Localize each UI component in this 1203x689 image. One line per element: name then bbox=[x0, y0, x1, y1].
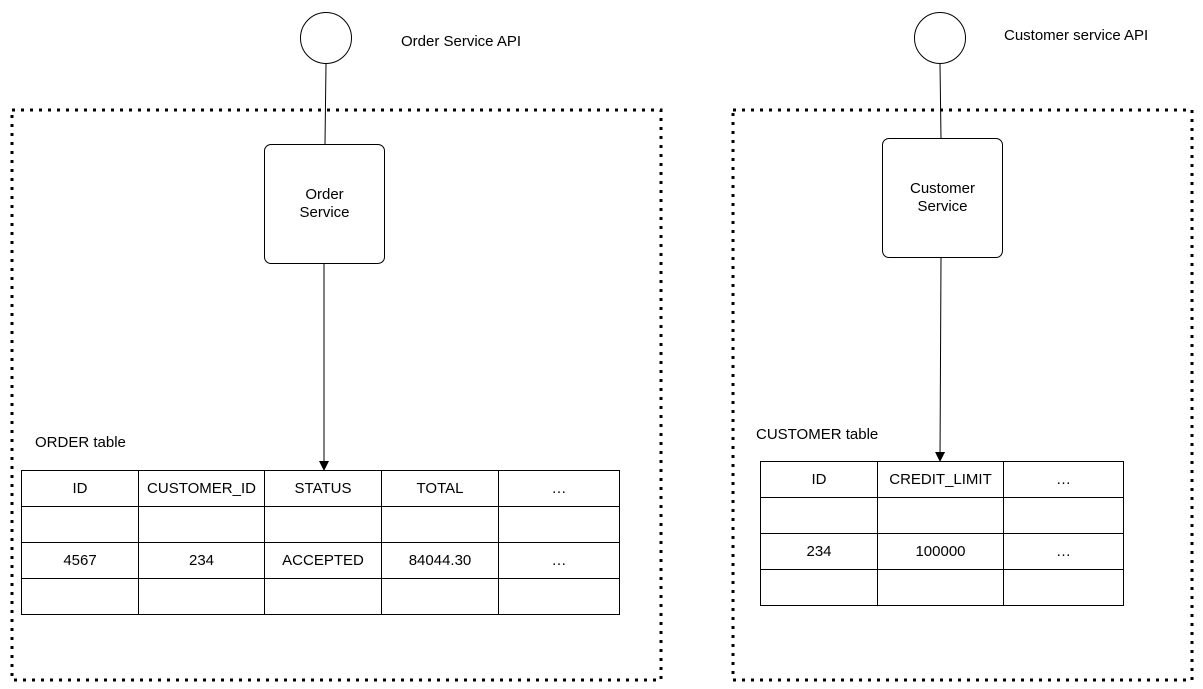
table-cell bbox=[138, 578, 265, 615]
table-cell: STATUS bbox=[264, 470, 382, 507]
table-cell bbox=[498, 506, 620, 543]
table-cell bbox=[760, 497, 878, 534]
customer-service-name-line2: Service bbox=[917, 198, 968, 215]
table-cell bbox=[1003, 497, 1124, 534]
customer-table-title: CUSTOMER table bbox=[756, 426, 879, 443]
table-cell: … bbox=[1003, 533, 1124, 570]
order-api-label: Order Service API bbox=[401, 33, 522, 50]
order-table-title: ORDER table bbox=[35, 434, 126, 451]
table-cell bbox=[877, 569, 1004, 606]
table-cell bbox=[381, 506, 499, 543]
table-cell: 4567 bbox=[21, 542, 139, 579]
table-cell: 100000 bbox=[877, 533, 1004, 570]
table-row bbox=[760, 497, 1124, 534]
table-cell: 234 bbox=[138, 542, 265, 579]
table-cell: 234 bbox=[760, 533, 878, 570]
table-cell: … bbox=[498, 470, 620, 507]
table-cell bbox=[877, 497, 1004, 534]
table-cell: ID bbox=[21, 470, 139, 507]
order-api-connector bbox=[324, 63, 327, 145]
customer-api-label: Customer service API bbox=[1004, 27, 1149, 44]
table-cell: 84044.30 bbox=[381, 542, 499, 579]
customer-service-to-table-arrow bbox=[935, 257, 946, 462]
order-service-box: Order Service bbox=[264, 144, 385, 264]
table-cell: TOTAL bbox=[381, 470, 499, 507]
order-service-name-line2: Service bbox=[299, 204, 350, 221]
table-row: ID CREDIT_LIMIT … bbox=[760, 461, 1124, 498]
table-cell bbox=[138, 506, 265, 543]
table-row: ID CUSTOMER_ID STATUS TOTAL … bbox=[21, 470, 620, 507]
order-service-boundary bbox=[10, 108, 663, 682]
table-cell bbox=[381, 578, 499, 615]
table-cell: … bbox=[498, 542, 620, 579]
table-cell bbox=[21, 506, 139, 543]
table-cell bbox=[760, 569, 878, 606]
table-cell bbox=[264, 506, 382, 543]
table-row: 4567 234 ACCEPTED 84044.30 … bbox=[21, 542, 620, 579]
customer-service-box: Customer Service bbox=[882, 138, 1003, 258]
table-cell: ACCEPTED bbox=[264, 542, 382, 579]
order-service-name-line1: Order bbox=[305, 186, 344, 203]
table-cell bbox=[1003, 569, 1124, 606]
table-row: 234 100000 … bbox=[760, 533, 1124, 570]
table-row bbox=[21, 506, 620, 543]
order-api-interface-circle bbox=[300, 12, 352, 64]
table-cell bbox=[498, 578, 620, 615]
table-cell bbox=[21, 578, 139, 615]
table-row bbox=[21, 578, 620, 615]
table-cell: CUSTOMER_ID bbox=[138, 470, 265, 507]
table-cell bbox=[264, 578, 382, 615]
order-table: ID CUSTOMER_ID STATUS TOTAL … 4567 234 A… bbox=[21, 470, 620, 615]
customer-service-name-line1: Customer bbox=[909, 180, 976, 197]
customer-api-connector bbox=[939, 63, 942, 139]
customer-service-boundary bbox=[731, 108, 1194, 682]
customer-api-interface-circle bbox=[914, 12, 966, 64]
customer-table: ID CREDIT_LIMIT … 234 100000 … bbox=[760, 461, 1124, 606]
table-row bbox=[760, 569, 1124, 606]
table-cell: ID bbox=[760, 461, 878, 498]
table-cell: CREDIT_LIMIT bbox=[877, 461, 1004, 498]
table-cell: … bbox=[1003, 461, 1124, 498]
